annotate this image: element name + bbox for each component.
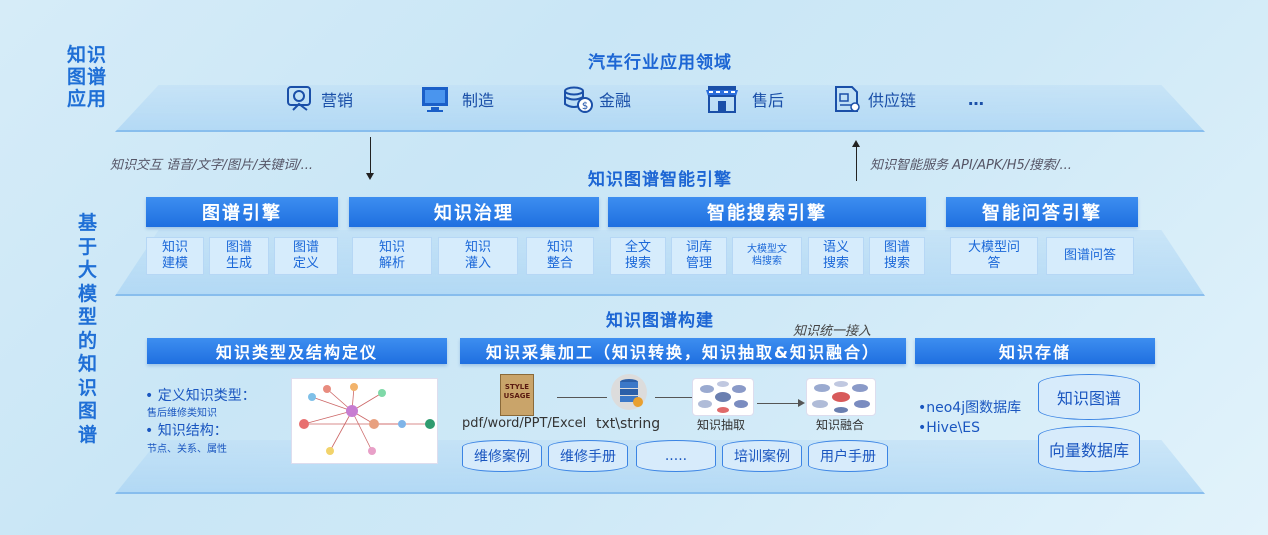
pipeline-connector — [757, 403, 799, 404]
graph-engine-bar: 图谱引擎 — [146, 197, 338, 227]
database-server-icon — [611, 372, 647, 412]
extract-label: 知识抽取 — [697, 418, 746, 432]
chip-llm-document-search: 大模型文 档搜索 — [732, 237, 802, 275]
domain-label: 制造 — [462, 91, 495, 110]
side-label-char: 模 — [77, 282, 98, 305]
engine-title: 知识图谱智能引擎 — [588, 170, 732, 190]
domain-aftersales[interactable]: 售后 — [704, 84, 784, 114]
structure-bullet: • 知识结构： — [145, 423, 228, 439]
source-training-cases: 培训案例 — [722, 440, 802, 472]
domain-label: 营销 — [321, 91, 354, 110]
chip-knowledge-ingest: 知识 灌入 — [438, 237, 518, 275]
side-label-line: 应用 — [66, 88, 107, 110]
pipeline-connector — [655, 397, 693, 398]
domain-label: 供应链 — [868, 91, 917, 110]
application-plane — [115, 85, 1205, 132]
chip-lexicon-management: 词库 管理 — [671, 237, 727, 275]
smart-qa-engine-bar: 智能问答引擎 — [946, 197, 1138, 227]
domain-marketing[interactable]: 营销 — [285, 84, 353, 114]
up-arrow-head — [852, 140, 860, 147]
coins-icon: $ — [563, 84, 593, 114]
side-label-char: 谱 — [77, 423, 98, 446]
chip-graph-qa: 图谱问答 — [1046, 237, 1134, 275]
service-note: 知识智能服务 API/APK/H5/搜索/... — [870, 158, 1072, 173]
svg-text:$: $ — [582, 101, 588, 112]
side-label-char: 知 — [77, 353, 98, 375]
domain-supply-chain[interactable]: 供应链 — [832, 84, 916, 114]
domain-finance[interactable]: $ 金融 — [563, 84, 631, 114]
collection-processing-bar: 知识采集加工（知识转换，知识抽取&知识融合） — [460, 338, 906, 364]
more-ellipsis: … — [968, 90, 984, 109]
domain-manufacturing[interactable]: 制造 — [420, 84, 494, 114]
fuse-cluster-image — [806, 378, 876, 416]
side-label-char: 识 — [77, 376, 98, 399]
storage-hive-es: •Hive\ES — [918, 420, 981, 436]
knowledge-graph-image — [291, 378, 438, 464]
domain-label: 售后 — [752, 91, 785, 110]
build-title: 知识图谱构建 — [606, 311, 714, 331]
side-label-char: 图 — [77, 400, 98, 422]
storage-bar: 知识存储 — [915, 338, 1155, 364]
application-title: 汽车行业应用领域 — [588, 53, 732, 73]
down-arrow-line — [370, 137, 371, 175]
document-icon — [832, 84, 862, 114]
domain-label: 金融 — [599, 91, 632, 110]
smart-search-engine-bar: 智能搜索引擎 — [608, 197, 926, 227]
book-title: STYLE USAGE — [503, 383, 531, 400]
chip-graph-generation: 图谱 生成 — [209, 237, 269, 275]
access-note: 知识统一接入 — [793, 324, 872, 339]
source-more: ..... — [636, 440, 716, 472]
storage-neo4j: •neo4j图数据库 — [918, 400, 1022, 416]
pipeline-arrow-head — [798, 399, 805, 407]
up-arrow-line — [856, 145, 857, 181]
interaction-note: 知识交互 语音/文字/图片/关键词/... — [110, 158, 314, 173]
chip-graph-definition: 图谱 定义 — [274, 237, 338, 275]
chip-semantic-search: 语义 搜索 — [808, 237, 864, 275]
chip-graph-search: 图谱 搜索 — [869, 237, 925, 275]
chip-fulltext-search: 全文 搜索 — [610, 237, 666, 275]
chip-llm-qa: 大模型问 答 — [950, 237, 1038, 275]
down-arrow-head — [366, 173, 374, 180]
source-repair-manuals: 维修手册 — [548, 440, 628, 472]
structure-sub: 节点、关系、属性 — [147, 444, 227, 455]
side-label-foundation: 基 于 大 模 型 的 知 识 图 谱 — [76, 212, 100, 447]
side-label-char: 型 — [77, 306, 98, 328]
db-vector: 向量数据库 — [1038, 426, 1140, 472]
chip-knowledge-integration: 知识 整合 — [526, 237, 594, 275]
define-type-bullet: • 定义知识类型： — [145, 388, 256, 404]
side-label-char: 大 — [77, 259, 98, 281]
knowledge-governance-bar: 知识治理 — [349, 197, 599, 227]
store-icon — [704, 84, 740, 114]
source-repair-cases: 维修案例 — [462, 440, 542, 472]
style-usage-book-image: STYLE USAGE — [500, 374, 534, 416]
monitor-icon — [420, 84, 450, 114]
side-label-line: 知识 — [66, 44, 107, 66]
side-label-char: 的 — [77, 329, 98, 352]
chip-knowledge-parsing: 知识 解析 — [352, 237, 432, 275]
text-string-label: txt\string — [596, 416, 661, 432]
pipeline-connector — [557, 397, 607, 398]
steering-hand-icon — [285, 84, 315, 114]
side-label-char: 基 — [77, 212, 98, 234]
extract-cluster-image — [692, 378, 754, 416]
fuse-label: 知识融合 — [816, 418, 865, 432]
chip-knowledge-modeling: 知识 建模 — [146, 237, 204, 275]
side-label-line: 图谱 — [66, 66, 107, 88]
side-label-char: 于 — [77, 235, 98, 258]
source-formats-label: pdf/word/PPT/Excel — [462, 416, 587, 431]
source-user-manuals: 用户手册 — [808, 440, 888, 472]
type-definition-bar: 知识类型及结构定仪 — [147, 338, 447, 364]
domain-more: … — [968, 90, 984, 109]
define-type-sub: 售后维修类知识 — [147, 408, 217, 419]
side-label-application: 知识 图谱 应用 — [62, 44, 112, 110]
db-knowledge-graph: 知识图谱 — [1038, 374, 1140, 420]
